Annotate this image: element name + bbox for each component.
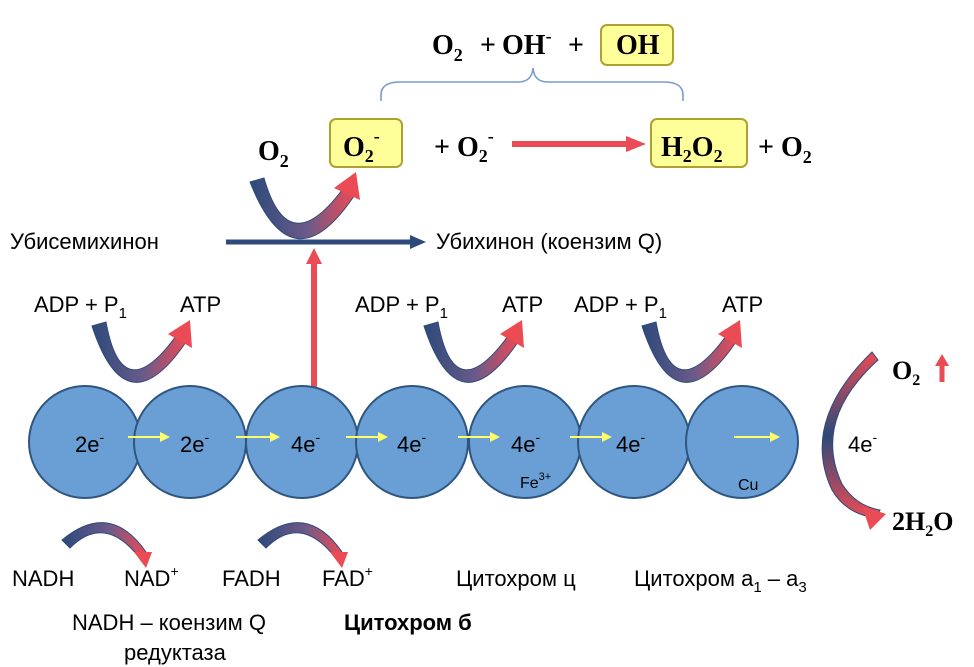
atp-label: ATP [180, 292, 221, 317]
cytochrome-c-label: Цитохром ц [456, 566, 576, 591]
electron-label-5: 4e- [511, 429, 540, 457]
nadh-reductase-label-line1: NADH – коензим Q [72, 610, 266, 635]
adp-label: ADP + P1 [574, 292, 667, 322]
atp-arrowhead [168, 320, 192, 348]
fadh-oxidation-curve [257, 522, 348, 568]
cytochrome-a-label: Цитохром a1 – a3 [634, 566, 807, 596]
electron-flow-arrows [128, 432, 780, 442]
electron-label-4: 4e- [397, 429, 426, 457]
top-plus-2: + [568, 30, 584, 61]
oxygen-reduction-arrowhead [862, 506, 886, 530]
fadh-label: FADH [222, 566, 281, 591]
fad-label: FAD+ [322, 563, 373, 591]
nadh-label: NADH [12, 566, 74, 591]
top-formula: O2 + OH- + OH [432, 24, 674, 66]
iron-label: Fe3+ [520, 471, 551, 492]
superoxide-formation-curve [249, 172, 360, 239]
adp-label: ADP + P1 [34, 292, 127, 322]
superoxide-box [329, 118, 403, 168]
middle-o2: O2 [258, 136, 289, 171]
chain-complexes [28, 385, 799, 499]
leak-arrow [306, 248, 322, 388]
atp-label: ATP [502, 292, 543, 317]
atp-arrowhead [718, 320, 742, 348]
nadh-oxidation-curve [61, 522, 152, 568]
oxygen-up-arrow-icon [935, 354, 949, 382]
atp-group-2: ADP + P1 ATP [355, 292, 543, 383]
electron-label-2: 2e- [180, 429, 209, 457]
atp-arrowhead [500, 320, 524, 348]
top-hydroxide: OH- [502, 26, 552, 61]
electron-label-6: 4e- [616, 429, 645, 457]
electron-label-1: 2e- [75, 429, 104, 457]
nad-label: NAD+ [124, 563, 179, 591]
plus-superoxide: + O2- [434, 126, 494, 166]
complex-circle-7 [685, 385, 799, 499]
superoxide-anion: O2- [343, 126, 380, 166]
top-o2: O2 [432, 30, 463, 65]
atp-group-3: ADP + P1 ATP [574, 292, 763, 383]
hydroxyl-radical-box [600, 24, 674, 66]
top-hydroxyl-radical: OH [616, 30, 660, 61]
ubiquinone-label: Убихинон (коензим Q) [436, 229, 662, 254]
final-water: 2H2O [892, 507, 953, 540]
nadh-reductase-label-line2: редуктаза [124, 640, 227, 665]
cytochrome-b-label: Цитохром б [344, 610, 472, 635]
adp-label: ADP + P1 [355, 292, 448, 322]
hydrogen-peroxide-box [650, 118, 748, 168]
oxygen-reduction: 4e- O2 2H2O [821, 351, 953, 540]
ubisemiquinone-label: Убисемихинон [10, 229, 159, 254]
middle-formula: O2 O2- + O2- H2O2 + O2 [258, 118, 812, 171]
ubiquinone-row: Убисемихинон Убихинон (коензим Q) [10, 229, 662, 254]
hydrogen-peroxide: H2O2 [661, 132, 723, 166]
final-o2: O2 [892, 356, 920, 389]
top-plus-1: + [480, 30, 496, 61]
final-electrons: 4e- [848, 429, 877, 457]
combination-bracket [380, 67, 684, 101]
atp-group-1: ADP + P1 ATP [34, 292, 221, 383]
dismutation-arrow [512, 136, 646, 152]
plus-o2-right: + O2 [758, 132, 812, 167]
electron-label-3: 4e- [291, 429, 320, 457]
atp-label: ATP [722, 292, 763, 317]
copper-label: Cu [738, 477, 758, 494]
ubiquinone-arrowhead [410, 235, 426, 249]
